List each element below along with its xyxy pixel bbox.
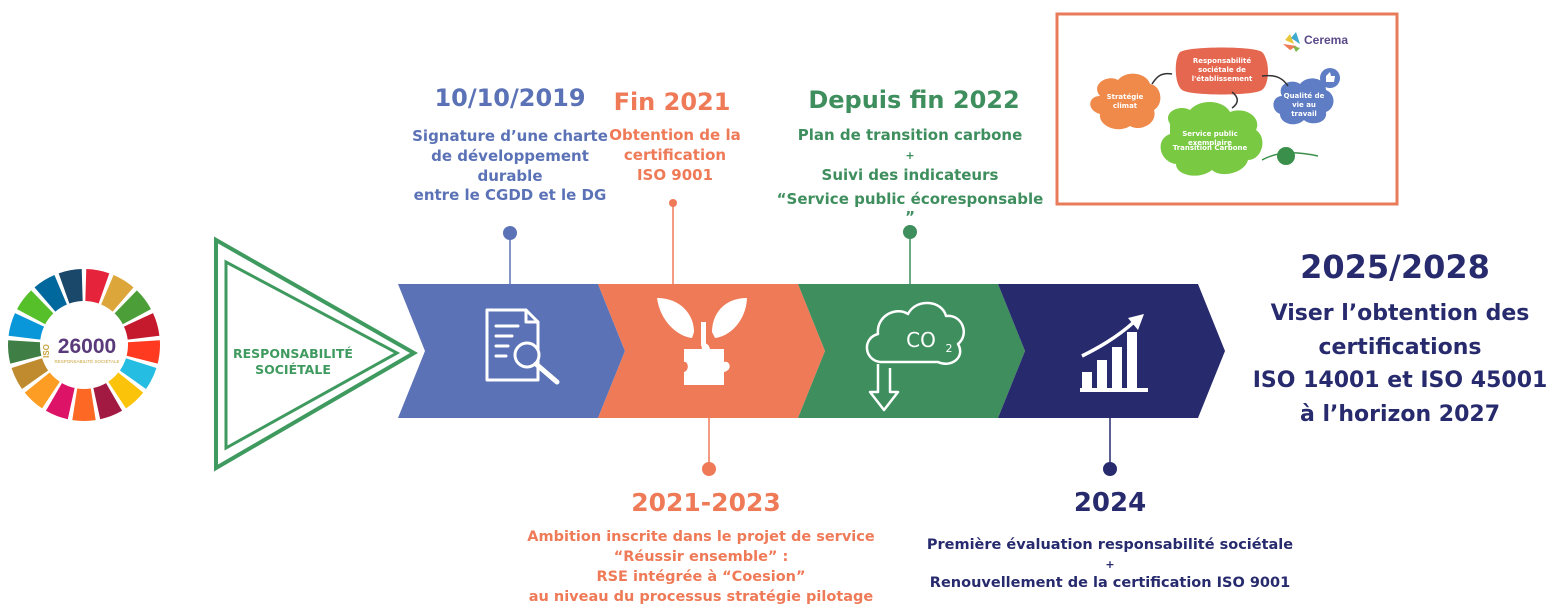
mindmap-strategy-label: Stratégie climat [1106,93,1144,110]
mindmap-service-label: Service public exemplaire [1182,130,1238,147]
text-2025-line: Viser l’obtention des [1270,301,1530,326]
text-2019-line: de développement [431,146,589,165]
mindmap-center-label: Responsabilité sociétale de l'établissem… [1191,57,1253,83]
text-fin-2021: Obtention de la certification ISO 9001 [597,126,753,185]
wheel-segment [58,269,83,304]
iso-prefix: ISO [42,344,51,358]
text-2021-line: Obtention de la [609,126,741,144]
text-2024-line: Renouvellement de la certification ISO 9… [929,575,1291,592]
earth-plant-icon [1261,147,1319,165]
triangle-label-line1: RESPONSABILITÉ [233,346,353,361]
text-2025-line: certifications [1318,334,1482,360]
wheel-segment [34,274,67,312]
text-2025-line: à l’horizon 2027 [1299,401,1501,427]
text-2024: Première évaluation responsabilité socié… [908,535,1312,595]
date-2024: 2024 [1073,488,1147,518]
date-2021-2023: 2021-2023 [631,488,781,517]
wheel-segment [101,274,134,312]
arrows-decoration [1151,72,1289,109]
wheel-segment [24,372,60,409]
mindmap-quality-label: Qualité de vie au travail [1283,92,1325,118]
date-2022: Depuis fin 2022 [808,86,1020,114]
chevron-2019 [398,284,625,418]
connector-2021-2023 [702,418,716,476]
bubble-service [1160,101,1263,176]
wheel-segment [72,388,96,421]
date-2025-2028: 2025/2028 [1300,248,1490,286]
chevron-2024 [998,284,1225,418]
connector-2019 [503,226,517,284]
mindmap-card [1055,12,1399,206]
text-2019-line: durable [477,166,543,185]
date-2019: 10/10/2019 [434,84,586,112]
text-2024-line: + [1105,557,1115,571]
connector-2024 [1103,418,1117,476]
text-2025-2028: Viser l’obtention des certifications ISO… [1248,297,1552,432]
cerema-logo [1283,32,1300,52]
date-fin-2021: Fin 2021 [613,88,731,116]
growth-chart-icon [1080,314,1148,392]
iso-26000-badge: 26000 ISO RESPONSABILITÉ SOCIÉTALE [8,269,160,421]
wheel-segment [93,383,123,420]
text-2022-line: ” [905,207,915,226]
wheel-segment [45,383,75,420]
text-2022-line: Suivi des indicateurs [821,166,999,185]
svg-text:CO: CO [906,328,936,352]
text-2022-line: “Service public écoresponsable [776,189,1044,208]
connector-2021 [669,199,677,284]
wheel-segment [17,290,54,325]
text-2021-2023: Ambition inscrite dans le projet de serv… [500,527,902,607]
connector-2022 [903,225,917,284]
iso-subtitle: RESPONSABILITÉ SOCIÉTALE [55,358,120,364]
svg-text:2: 2 [946,342,953,355]
text-2021-2023-line: au niveau du processus stratégie pilotag… [528,589,874,605]
text-2022-line: + [905,149,915,163]
text-2022-line: Plan de transition carbone [797,126,1023,144]
bubble-center [1175,47,1268,95]
mindmap-transition-label: Transition Carbone [1172,144,1248,152]
wheel-segment [123,313,160,340]
text-2021-2023-line: Ambition inscrite dans le projet de serv… [527,529,875,545]
cerema-logo-text: Cerema [1304,33,1349,47]
bubble-strategy [1090,73,1161,130]
text-2021-2023-line: “Réussir ensemble” : [613,549,789,565]
document-search-icon [485,308,560,385]
wheel-segment [114,290,151,325]
wheel-segment [108,372,144,409]
wheel-segment [119,358,157,389]
iso-number: 26000 [58,335,116,358]
text-2021-line: ISO 9001 [636,165,714,184]
text-2019-line: entre le CGDD et le DG [413,186,607,205]
chevron-2022 [798,284,1025,418]
text-2021-2023-line: RSE intégrée à “Coesion” [596,569,806,585]
wheel-segment [11,358,49,389]
co2-cloud-icon: CO 2 [865,301,965,412]
wheel-segment [126,340,160,364]
triangle-label-line2: SOCIÉTALE [255,362,331,377]
text-2019: Signature d’une charte de développement … [384,127,636,206]
text-2019-line: Signature d’une charte [412,127,608,145]
text-2024-line: Première évaluation responsabilité socié… [926,537,1294,553]
bubble-quality [1273,78,1334,125]
responsabilite-triangle: RESPONSABILITÉ SOCIÉTALE [214,236,419,472]
plant-puzzle-icon [657,298,747,385]
text-2025-line: ISO 14001 et ISO 45001 [1252,368,1548,394]
text-2022: Plan de transition carbone + Suivi des i… [764,124,1056,226]
wheel-segment [85,269,110,304]
wheel-segment [8,313,45,340]
wheel-segment [8,340,42,364]
text-2021-line: certification [623,145,727,164]
